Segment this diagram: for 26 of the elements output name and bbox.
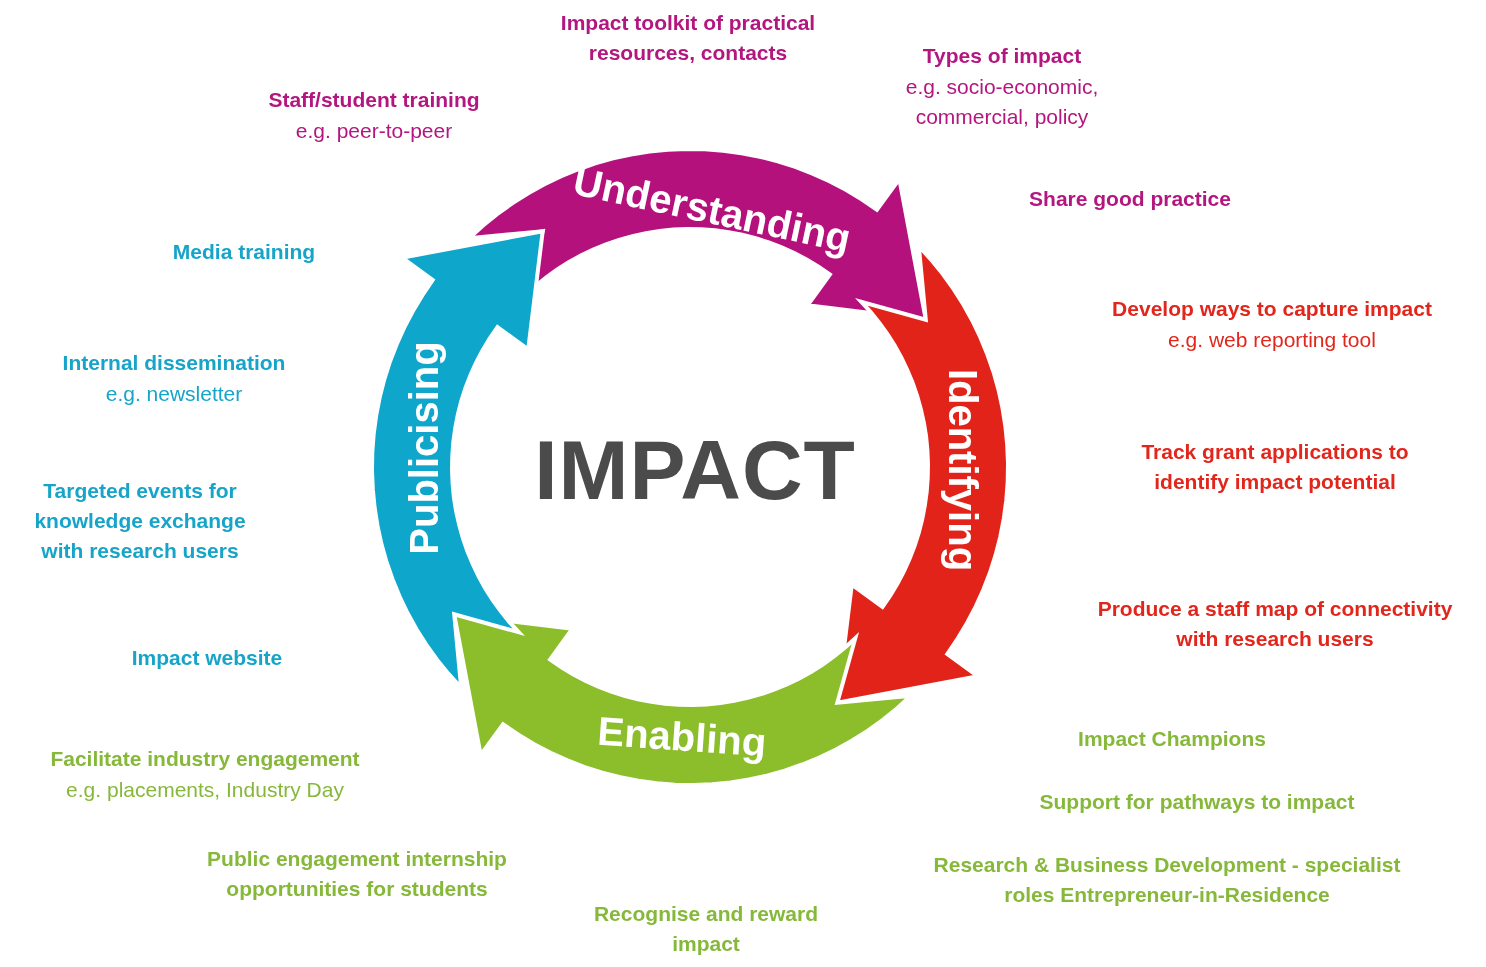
activity-heading: Types of impact [921,43,1083,69]
example-note: e.g. placements, Industry Day [65,777,345,803]
activity-heading: Track grant applications to identify impact potential [1140,439,1410,495]
activity-heading: Research & Business Development - specialist roles Entrepreneur-in-Residence [932,852,1402,908]
example-note: e.g. socio-economic, commercial, policy [904,74,1100,130]
stage-label: Publicising [401,341,447,555]
activity-heading: Internal dissemination [61,350,287,376]
stage-label: Identifying [939,368,985,572]
activity-heading: Media training [171,239,317,265]
activity-heading: Facilitate industry engagement [49,746,361,772]
activity-heading: Impact Champions [1077,726,1267,752]
activity-heading: Public engagement internship opportunities for students [206,846,508,902]
activity-heading: Targeted events for knowledge exchange with research users [33,478,247,564]
center-title: IMPACT [534,421,856,519]
example-note: e.g. web reporting tool [1167,327,1377,353]
activity-heading: Impact toolkit of practical resources, contacts [559,10,817,66]
example-note: e.g. peer-to-peer [294,118,454,144]
stage-label: Enabling [596,708,768,766]
activity-heading: Impact website [130,645,284,671]
example-note: e.g. newsletter [104,381,244,407]
activity-heading: Produce a staff map of connectivity with research users [1096,596,1454,652]
activity-heading: Develop ways to capture impact [1111,296,1433,322]
activity-heading: Support for pathways to impact [1038,789,1356,815]
activity-heading: Recognise and reward impact [592,901,820,957]
activity-heading: Staff/student training [267,87,481,113]
activity-heading: Share good practice [1028,186,1232,212]
